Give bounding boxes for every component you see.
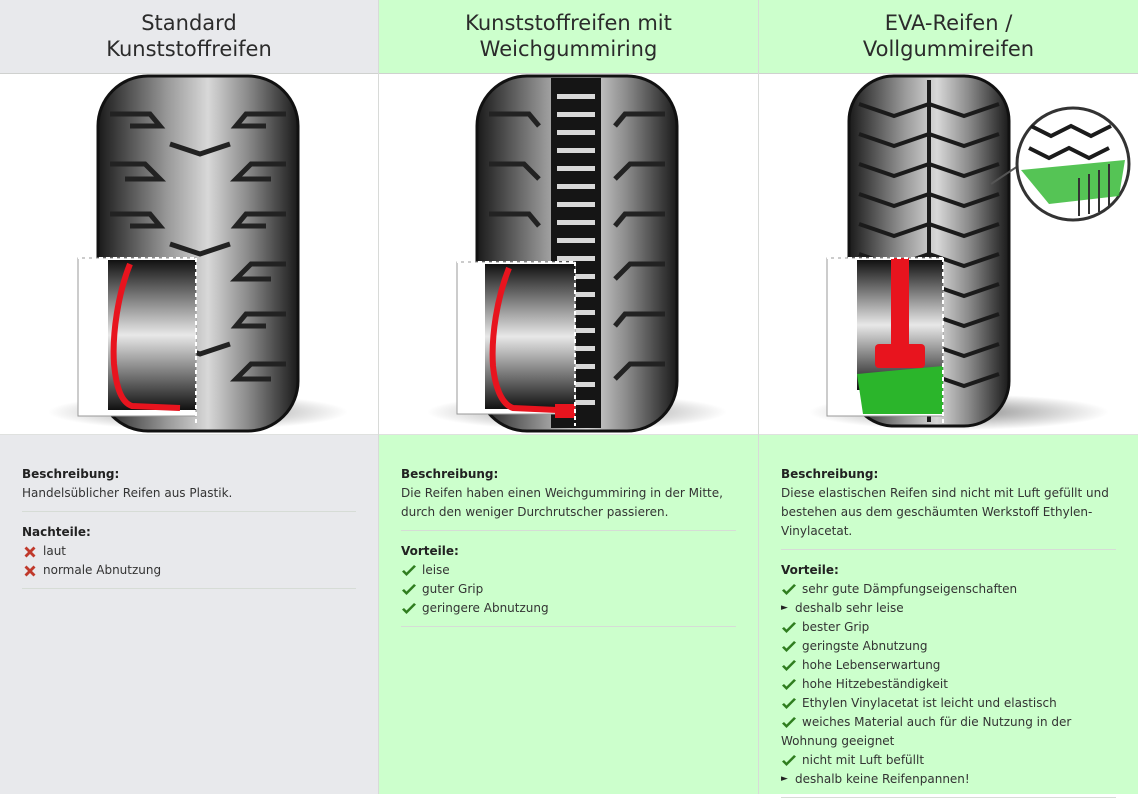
- x-icon: [22, 545, 38, 559]
- standard-tire-image: [0, 74, 378, 435]
- column-standard: Standard Kunststoffreifen Besch: [0, 0, 378, 794]
- list-item: nicht mit Luft befüllt: [781, 751, 1116, 770]
- list-item-text: deshalb sehr leise: [795, 601, 904, 615]
- arrow-icon: ►: [781, 774, 788, 784]
- list-item: weiches Material auch für die Nutzung in…: [781, 713, 1116, 732]
- check-icon: [781, 621, 797, 635]
- check-icon: [781, 640, 797, 654]
- title-line-1: EVA-Reifen /: [884, 11, 1013, 35]
- list-item-text: leise: [422, 563, 450, 577]
- list-item: Ethylen Vinylacetat ist leicht und elast…: [781, 694, 1116, 713]
- description-line: bestehen aus dem geschäumten Werkstoff E…: [781, 505, 1093, 519]
- check-icon: [401, 564, 417, 578]
- description-label: Beschreibung:: [401, 467, 499, 481]
- list-item: laut: [22, 542, 356, 561]
- check-icon: [781, 754, 797, 768]
- list-item-text: deshalb keine Reifenpannen!: [795, 772, 970, 786]
- list-item: hohe Lebenserwartung: [781, 656, 1116, 675]
- column-eva: EVA-Reifen / Vollgummireifen: [758, 0, 1138, 798]
- list-item-text: bester Grip: [802, 620, 870, 634]
- list-item-text: Ethylen Vinylacetat ist leicht und elast…: [802, 696, 1057, 710]
- check-icon: [781, 697, 797, 711]
- description-label: Beschreibung:: [22, 467, 120, 481]
- check-icon: [401, 583, 417, 597]
- list-item-text: hohe Lebenserwartung: [802, 658, 941, 672]
- list-item-continuation: Wohnung geeignet: [781, 734, 895, 748]
- x-icon: [22, 564, 38, 578]
- title-line-1: Kunststoffreifen mit: [465, 11, 672, 35]
- list-item-text: laut: [43, 544, 66, 558]
- description-section: Beschreibung: Handelsüblicher Reifen aus…: [22, 465, 356, 512]
- list-item: normale Abnutzung: [22, 561, 356, 580]
- description-text: Handelsüblicher Reifen aus Plastik.: [22, 486, 233, 500]
- description-line: Vinylacetat.: [781, 524, 853, 538]
- list-item: guter Grip: [401, 580, 736, 599]
- list-item: ► deshalb sehr leise: [781, 599, 1116, 618]
- soft-ring-tire-image: [379, 74, 758, 435]
- advantages-section: Vorteile: sehr gute Dämpfungseigenschaft…: [781, 561, 1116, 798]
- description-label: Beschreibung:: [781, 467, 879, 481]
- list-item-text: normale Abnutzung: [43, 563, 162, 577]
- list-item-text: nicht mit Luft befüllt: [802, 753, 925, 767]
- check-icon: [781, 659, 797, 673]
- list-item: bester Grip: [781, 618, 1116, 637]
- list-item: sehr gute Dämpfungseigenschaften: [781, 580, 1116, 599]
- description-line: Die Reifen haben einen Weichgummiring in…: [401, 486, 723, 500]
- title-line-1: Standard: [141, 11, 237, 35]
- advantages-label: Vorteile:: [781, 563, 839, 577]
- description-section: Beschreibung: Diese elastischen Reifen s…: [781, 465, 1116, 550]
- column-title: EVA-Reifen / Vollgummireifen: [759, 0, 1138, 74]
- title-line-2: Weichgummiring: [479, 37, 658, 61]
- column-title: Standard Kunststoffreifen: [0, 0, 378, 74]
- advantages-label: Vorteile:: [401, 544, 459, 558]
- disadvantages-label: Nachteile:: [22, 525, 91, 539]
- advantages-section: Vorteile: leise guter Grip geringere Abn…: [401, 542, 736, 627]
- description-section: Beschreibung: Die Reifen haben einen Wei…: [401, 465, 736, 531]
- check-icon: [781, 678, 797, 692]
- list-item-text: guter Grip: [422, 582, 484, 596]
- check-icon: [781, 583, 797, 597]
- disadvantages-section: Nachteile: laut normale Abnutzung: [22, 523, 356, 589]
- column-body: Beschreibung: Die Reifen haben einen Wei…: [379, 435, 758, 627]
- column-body: Beschreibung: Handelsüblicher Reifen aus…: [0, 435, 378, 589]
- check-icon: [781, 716, 797, 730]
- list-item-text: weiches Material auch für die Nutzung in…: [802, 715, 1072, 729]
- arrow-icon: ►: [781, 603, 788, 613]
- list-item-text: sehr gute Dämpfungseigenschaften: [802, 582, 1018, 596]
- description-line: durch den weniger Durchrutscher passiere…: [401, 505, 669, 519]
- list-item-text: hohe Hitzebeständigkeit: [802, 677, 948, 691]
- list-item-text: geringste Abnutzung: [802, 639, 928, 653]
- list-item: ► deshalb keine Reifenpannen!: [781, 770, 1116, 789]
- eva-tire-image: [759, 74, 1138, 435]
- check-icon: [401, 602, 417, 616]
- list-item: hohe Hitzebeständigkeit: [781, 675, 1116, 694]
- column-soft-rubber-ring: Kunststoffreifen mit Weichgummiring: [378, 0, 758, 794]
- title-line-2: Kunststoffreifen: [106, 37, 272, 61]
- title-line-2: Vollgummireifen: [862, 37, 1035, 61]
- list-item-text: geringere Abnutzung: [422, 601, 549, 615]
- description-line: Diese elastischen Reifen sind nicht mit …: [781, 486, 1109, 500]
- column-title: Kunststoffreifen mit Weichgummiring: [379, 0, 758, 74]
- column-body: Beschreibung: Diese elastischen Reifen s…: [759, 435, 1138, 798]
- list-item: geringste Abnutzung: [781, 637, 1116, 656]
- list-item: geringere Abnutzung: [401, 599, 736, 618]
- list-item: leise: [401, 561, 736, 580]
